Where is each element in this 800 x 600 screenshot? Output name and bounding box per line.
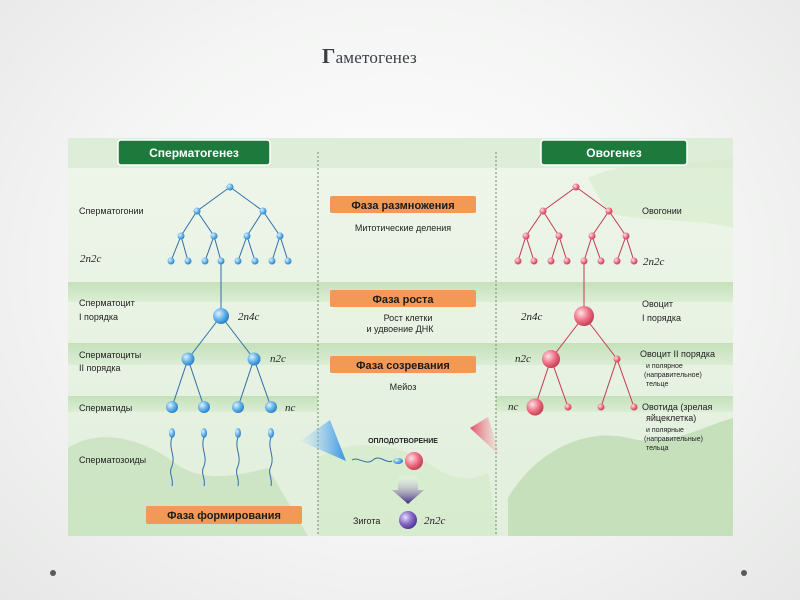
oocyte-1-cell xyxy=(574,306,594,326)
female-beam-arrow xyxy=(470,417,500,456)
phase-growth-note-1: Рост клетки xyxy=(384,313,433,323)
band-ootids xyxy=(496,396,733,412)
oogonia-tree xyxy=(517,186,635,408)
label-oocyte2-line1: Овоцит II порядка xyxy=(640,349,715,359)
gametogenesis-diagram: Сперматогенез Овогенез Фаза размножения … xyxy=(68,138,733,536)
phase-maturation-label: Фаза созревания xyxy=(356,360,450,372)
oogonia-cells xyxy=(514,183,638,265)
label-oocyte2-line2: и полярное xyxy=(646,363,683,370)
spermatogenesis-header: Сперматогенез xyxy=(149,146,239,160)
phase-box-reproduction xyxy=(330,196,476,213)
phase-maturation-note: Мейоз xyxy=(390,382,417,392)
label-spermatocyte1-line2: I порядка xyxy=(79,312,118,322)
phase-growth-label: Фаза роста xyxy=(372,294,434,306)
label-oocyte1-line2: I порядка xyxy=(642,313,681,323)
spermatocyte-2-cell-b xyxy=(247,352,261,366)
spermatogonia-cells xyxy=(167,183,292,265)
sperm-tail xyxy=(351,457,393,463)
label-ootid-line2: яйцеклетка) xyxy=(646,413,696,423)
label-left-2n2c: 2n2c xyxy=(80,253,102,265)
label-right-n2c: n2c xyxy=(515,353,531,365)
label-oocyte1-line1: Овоцит xyxy=(642,299,673,309)
band-spermatids xyxy=(68,396,318,412)
zygote-ploidy: 2n2c xyxy=(424,515,446,527)
spermatogonia-tree xyxy=(170,186,289,408)
oocyte-2-cell xyxy=(542,350,560,368)
label-left-n2c: n2c xyxy=(270,353,286,365)
slide-title-initial: Г xyxy=(322,44,336,68)
label-ootid-line1: Овотида (зрелая xyxy=(642,402,712,412)
label-spermatocyte2-line2: II порядка xyxy=(79,363,121,373)
phase-box-growth xyxy=(330,290,476,307)
zygote-cell xyxy=(399,511,417,529)
label-ootid-line3: и полярные xyxy=(646,427,684,434)
ootid-cell xyxy=(526,398,544,416)
fertilization-label: ОПЛОДОТВОРЕНИЕ xyxy=(368,438,438,445)
label-left-2n4c: 2n4c xyxy=(238,311,260,323)
phase-growth-note-2: и удвоение ДНК xyxy=(366,324,434,334)
label-spermatocyte2-line1: Сперматоциты xyxy=(79,350,141,360)
slide-title: Гаметогенез xyxy=(322,44,417,69)
label-right-2n4c: 2n4c xyxy=(521,311,543,323)
band-maturation xyxy=(68,343,733,365)
spermatocyte-1-cell xyxy=(213,308,229,324)
spermatozoa xyxy=(169,428,274,487)
spermatogenesis-header-box xyxy=(117,139,271,166)
phase-formation-label: Фаза формирования xyxy=(167,510,281,522)
label-oocyte2-line3: (направительное) xyxy=(644,372,702,379)
zygote-arrow xyxy=(392,476,424,504)
label-spermatogonia: Сперматогонии xyxy=(79,206,144,216)
label-left-nc: nc xyxy=(285,402,296,414)
phase-box-formation xyxy=(146,506,302,524)
label-right-nc: nc xyxy=(508,401,519,413)
decorative-blob-right xyxy=(508,418,733,536)
egg-cell xyxy=(405,452,423,470)
spermatocyte-2-cell-a xyxy=(181,352,195,366)
bottom-left-dot xyxy=(50,570,56,576)
oogenesis-header-box xyxy=(540,139,688,166)
label-right-2n2c: 2n2c xyxy=(643,256,665,268)
decorative-blob-right-top xyxy=(588,158,733,228)
polar-bodies xyxy=(564,403,638,411)
label-spermatids: Сперматиды xyxy=(79,403,132,413)
bottom-right-dot xyxy=(741,570,747,576)
label-oocyte2-line4: тельце xyxy=(646,381,668,388)
zygote-label: Зигота xyxy=(353,516,380,526)
label-ootid-line4: (направительные) xyxy=(644,436,703,443)
phase-reproduction-label: Фаза размножения xyxy=(351,200,454,212)
male-beam-arrow xyxy=(300,420,346,461)
label-spermatozoa: Сперматозоиды xyxy=(79,455,146,465)
sperm-head xyxy=(393,458,403,464)
phase-box-maturation xyxy=(330,356,476,373)
slide-title-rest: аметогенез xyxy=(335,48,417,67)
label-ootid-line5: тельца xyxy=(646,445,669,452)
label-spermatocyte1-line1: Сперматоцит xyxy=(79,298,135,308)
spermatid-cells xyxy=(166,401,277,413)
polar-body-1 xyxy=(613,355,621,363)
phase-reproduction-note: Митотические деления xyxy=(355,223,451,233)
oogenesis-header: Овогенез xyxy=(586,146,641,160)
label-oogonia: Овогонии xyxy=(642,206,682,216)
